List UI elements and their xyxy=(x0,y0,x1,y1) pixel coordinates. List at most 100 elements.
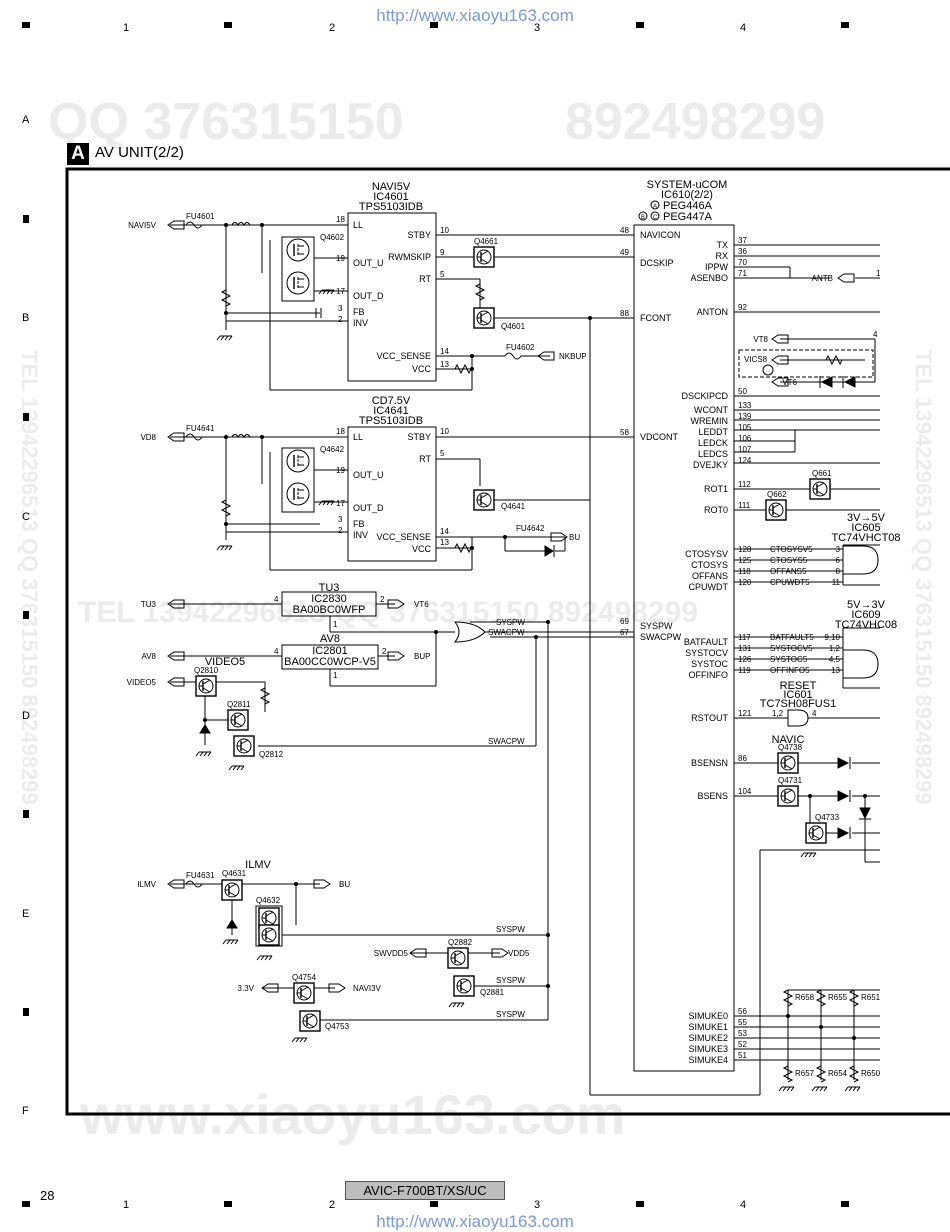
pin-number: 117 xyxy=(738,633,751,642)
reg-av8-pin-in: 2 xyxy=(382,647,387,656)
pin-label: DVEJKY xyxy=(693,460,728,470)
pin-label: VCC xyxy=(412,544,432,554)
registration-mark xyxy=(430,22,438,28)
pin-label: RSTOUT xyxy=(691,713,728,723)
pin-number: 105 xyxy=(738,423,752,432)
pin-number: 19 xyxy=(336,254,345,263)
reg-av8-pin-ctl: 1 xyxy=(333,671,338,680)
pin-number: 17 xyxy=(336,287,345,296)
watermark-top-left: QQ 376315150 xyxy=(48,93,404,151)
watermark-top-right: 892498299 xyxy=(565,93,826,151)
logic-net: CTOSYS5 xyxy=(770,556,808,565)
pin-label: OUT_U xyxy=(353,258,384,268)
pin-label: SIMUKE0 xyxy=(688,1011,728,1021)
pin-number: 124 xyxy=(738,456,752,465)
watermark-vertical-left: TEL 13942296513 QQ 376315150 892498299 xyxy=(17,350,42,805)
port-vt6: VT6 xyxy=(414,600,429,609)
pin-label: OUT_D xyxy=(353,291,384,301)
pin-number: 139 xyxy=(738,412,752,421)
section-title: AV UNIT(2/2) xyxy=(95,144,184,161)
pin-number: 48 xyxy=(620,226,629,235)
ic-sys-var-a: PEG446A xyxy=(663,200,713,212)
registration-mark xyxy=(23,611,29,619)
pin-label: LEDDT xyxy=(698,427,728,437)
pin-number: 18 xyxy=(336,215,345,224)
ic609-ref: IC609 xyxy=(851,609,880,621)
transistor-label: Q662 xyxy=(767,490,787,499)
port-antb: ANTB xyxy=(812,274,833,283)
reg-av8-part: BA00CC0WCP-V5 xyxy=(284,656,376,668)
net-label: SYSPW xyxy=(496,925,525,934)
registration-mark xyxy=(841,22,849,28)
ic-cd-part: TPS5103IDB xyxy=(359,415,423,427)
pin-label: ASENBO xyxy=(690,273,728,283)
pin-number: 10 xyxy=(440,226,449,235)
ic-sys-ref: IC610(2/2) xyxy=(661,189,713,201)
registration-mark xyxy=(23,413,29,421)
logic-pin: 9,10 xyxy=(824,633,840,642)
logic-net: SYSTOCV5 xyxy=(770,644,813,653)
reg-tu3-name: TU3 xyxy=(319,582,340,594)
pin-label: SIMUKE3 xyxy=(688,1044,728,1054)
port-bup: BUP xyxy=(414,652,430,661)
ic-sys-var-bc: PEG447A xyxy=(663,211,713,223)
net-label: SYSPW xyxy=(496,618,525,627)
logic-pin: 4,5 xyxy=(829,655,841,664)
pin-label: CTOSYSV xyxy=(685,549,728,559)
pin-label: SWACPW xyxy=(640,632,682,642)
pin-number: 5 xyxy=(440,449,445,458)
zone-col-2-bottom: 2 xyxy=(329,1199,336,1211)
transistor-label: Q4753 xyxy=(325,1022,350,1031)
zone-row-e: E xyxy=(22,908,30,920)
pin-number: 14 xyxy=(440,347,449,356)
pin-label: SYSPW xyxy=(640,621,673,631)
pin-label: CPUWDT xyxy=(689,582,729,592)
pin-label: BSENSN xyxy=(691,758,728,768)
logic-net: SYSTOC5 xyxy=(770,655,808,664)
pin-number: 71 xyxy=(738,269,747,278)
pin-label: LL xyxy=(353,432,363,442)
ic601-part: TC7SH08FUS1 xyxy=(760,698,836,710)
resistor-label: R650 xyxy=(861,1069,881,1078)
zone-row-f: F xyxy=(22,1105,29,1117)
pin-label: IPPW xyxy=(705,262,729,272)
transistor-label: Q4632 xyxy=(256,896,281,905)
transistor-label: Q4733 xyxy=(815,813,840,822)
header-url[interactable]: http://www.xiaoyu163.com xyxy=(376,6,574,25)
port-bu-ilmv: BU xyxy=(339,880,350,889)
pin-number: 118 xyxy=(738,567,751,576)
pin-label: BSENS xyxy=(697,791,728,801)
registration-mark xyxy=(23,810,29,818)
port-vics8: VICS8 xyxy=(744,355,768,364)
reg-av8-name: AV8 xyxy=(320,633,340,645)
zone-row-d: D xyxy=(22,710,30,722)
port-nkbup: NKBUP xyxy=(559,352,587,361)
port-swvdd5: SWVDD5 xyxy=(374,949,409,958)
pin-number: 14 xyxy=(440,527,449,536)
port-ilmv: ILMV xyxy=(137,880,156,889)
port-vt6-right: VT6 xyxy=(782,378,797,387)
net-label: SWACPW xyxy=(488,737,525,746)
reg-tu3-pin-ctl: 1 xyxy=(333,620,338,629)
transistor-label: Q4602 xyxy=(320,233,345,242)
pin-number: 10 xyxy=(440,427,449,436)
pin-label: ROT1 xyxy=(704,484,728,494)
circle-c-label: C xyxy=(653,215,658,221)
port-vd8: VD8 xyxy=(140,433,156,442)
logic-pin: 11 xyxy=(832,578,841,587)
pin-number: 17 xyxy=(336,499,345,508)
pin-number: 2 xyxy=(338,526,343,535)
pin-label: RT xyxy=(419,274,431,284)
pin-number: 125 xyxy=(738,556,752,565)
port-navi5v: NAVI5V xyxy=(128,221,157,230)
pin-number: 106 xyxy=(738,434,752,443)
fuse-label: FU4642 xyxy=(516,524,545,533)
pin-label: SYSTOC xyxy=(691,659,728,669)
net-label: SWACPW xyxy=(488,628,525,637)
pin-label: WREMIN xyxy=(691,416,729,426)
reg-av8-pin-out: 4 xyxy=(274,647,279,656)
footer-url[interactable]: http://www.xiaoyu163.com xyxy=(376,1212,574,1231)
pin-label: INV xyxy=(353,318,368,328)
pin-number: 3 xyxy=(338,304,343,313)
pin-label: OFFINFO xyxy=(689,670,729,680)
